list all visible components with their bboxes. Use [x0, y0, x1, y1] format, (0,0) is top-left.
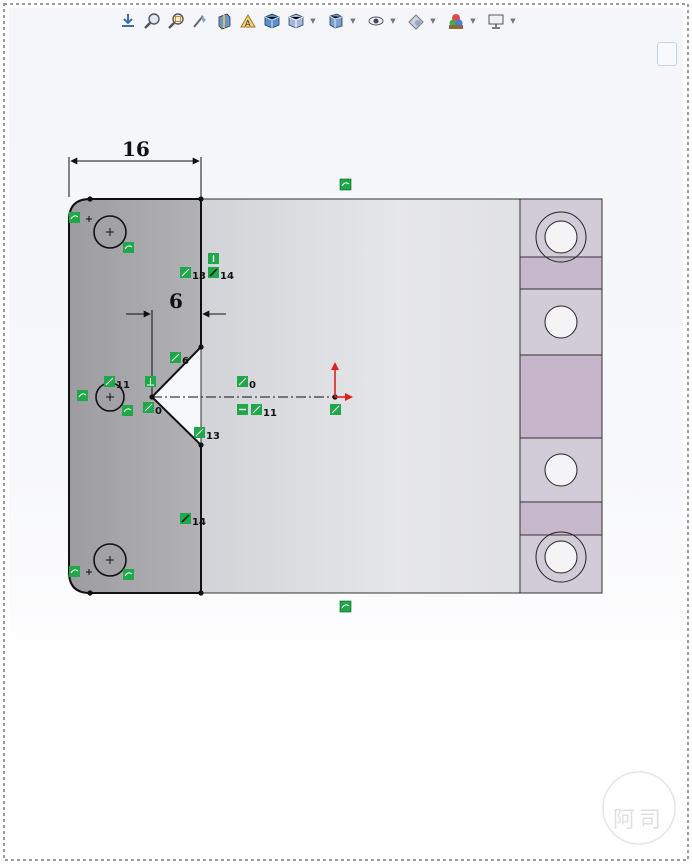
hole-top[interactable] [93, 215, 127, 249]
relation-coincident-icon[interactable] [143, 402, 154, 413]
relation-tangent-icon[interactable] [123, 242, 134, 253]
relation-tangent-icon[interactable] [69, 212, 80, 223]
appearance-dropdown-icon[interactable]: ▼ [390, 17, 396, 25]
watermark-seal: 阿司 [594, 768, 683, 848]
relation-collinear-icon[interactable] [208, 267, 219, 278]
relation-vertical-icon[interactable] [208, 253, 219, 264]
confirmation-corner[interactable] [657, 42, 677, 66]
display-style-dropdown-icon[interactable]: ▼ [310, 17, 316, 25]
display-style-icon[interactable] [285, 10, 307, 32]
relation-equal-icon[interactable] [180, 267, 191, 278]
sketch-canvas[interactable]: 16 6 [9, 8, 683, 856]
svg-text:13: 13 [192, 271, 206, 282]
hole-bottom[interactable] [93, 543, 127, 577]
zoom-to-fit-icon[interactable] [141, 10, 163, 32]
relation-equal-icon[interactable] [194, 427, 205, 438]
dynamic-annotation-icon[interactable]: A [237, 10, 259, 32]
svg-text:14: 14 [220, 271, 234, 282]
dimension-16-label[interactable]: 16 [122, 137, 150, 161]
svg-text:A: A [245, 19, 251, 28]
dimension-6-label[interactable]: 6 [169, 289, 183, 313]
v-block-sketch-profile[interactable] [68, 198, 202, 594]
origin-icon[interactable] [331, 362, 353, 401]
relation-tangent-icon[interactable] [123, 569, 134, 580]
relation-midpoint-icon[interactable] [330, 404, 341, 415]
hide-show-dropdown-icon[interactable]: ▼ [350, 17, 356, 25]
view-settings-dropdown-icon[interactable]: ▼ [510, 17, 516, 25]
relation-perpendicular-icon[interactable] [145, 376, 156, 387]
heads-up-view-toolbar: A ▼ ▼ ▼ ▼ ▼ [117, 8, 523, 34]
relation-concentric-icon[interactable] [251, 404, 262, 415]
relation-symmetric-icon[interactable] [170, 352, 181, 363]
section-view-icon[interactable] [213, 10, 235, 32]
previous-view-icon[interactable] [189, 10, 211, 32]
hide-show-items-icon[interactable] [325, 10, 347, 32]
zoom-to-area-icon[interactable] [165, 10, 187, 32]
svg-text:0: 0 [155, 406, 162, 417]
svg-text:13: 13 [206, 431, 220, 442]
edit-appearance-icon[interactable] [405, 10, 427, 32]
graphics-area[interactable]: A ▼ ▼ ▼ ▼ ▼ [9, 8, 683, 856]
view-settings-icon[interactable] [485, 10, 507, 32]
view-orientation-cube-icon[interactable] [261, 10, 283, 32]
relation-tangent-icon[interactable] [122, 405, 133, 416]
edit-appearance-eye-icon[interactable] [365, 10, 387, 32]
svg-text:6: 6 [182, 356, 189, 367]
edit-appearance-dropdown-icon[interactable]: ▼ [430, 17, 436, 25]
svg-text:11: 11 [263, 408, 277, 419]
relation-tangent-icon[interactable] [77, 390, 88, 401]
relation-coradial-icon[interactable] [339, 178, 352, 191]
svg-text:11: 11 [116, 380, 130, 391]
svg-text:0: 0 [249, 380, 256, 391]
svg-text:14: 14 [192, 517, 206, 528]
clamp-bar-component[interactable] [519, 198, 603, 594]
relation-collinear-icon[interactable] [180, 513, 191, 524]
relation-concentric-icon[interactable] [104, 376, 115, 387]
watermark-text: 阿司 [612, 808, 665, 833]
apply-scene-icon[interactable] [445, 10, 467, 32]
relation-coradial-icon[interactable] [339, 600, 352, 613]
view-orientation-icon[interactable] [117, 10, 139, 32]
apply-scene-dropdown-icon[interactable]: ▼ [470, 17, 476, 25]
relation-tangent-icon[interactable] [69, 566, 80, 577]
relation-coincident-icon[interactable] [237, 376, 248, 387]
relation-horizontal-icon[interactable] [237, 404, 248, 415]
dimension-width-16[interactable]: 16 [68, 137, 202, 197]
sketch-relations: 13 14 6 11 0 0 11 13 [69, 178, 352, 613]
